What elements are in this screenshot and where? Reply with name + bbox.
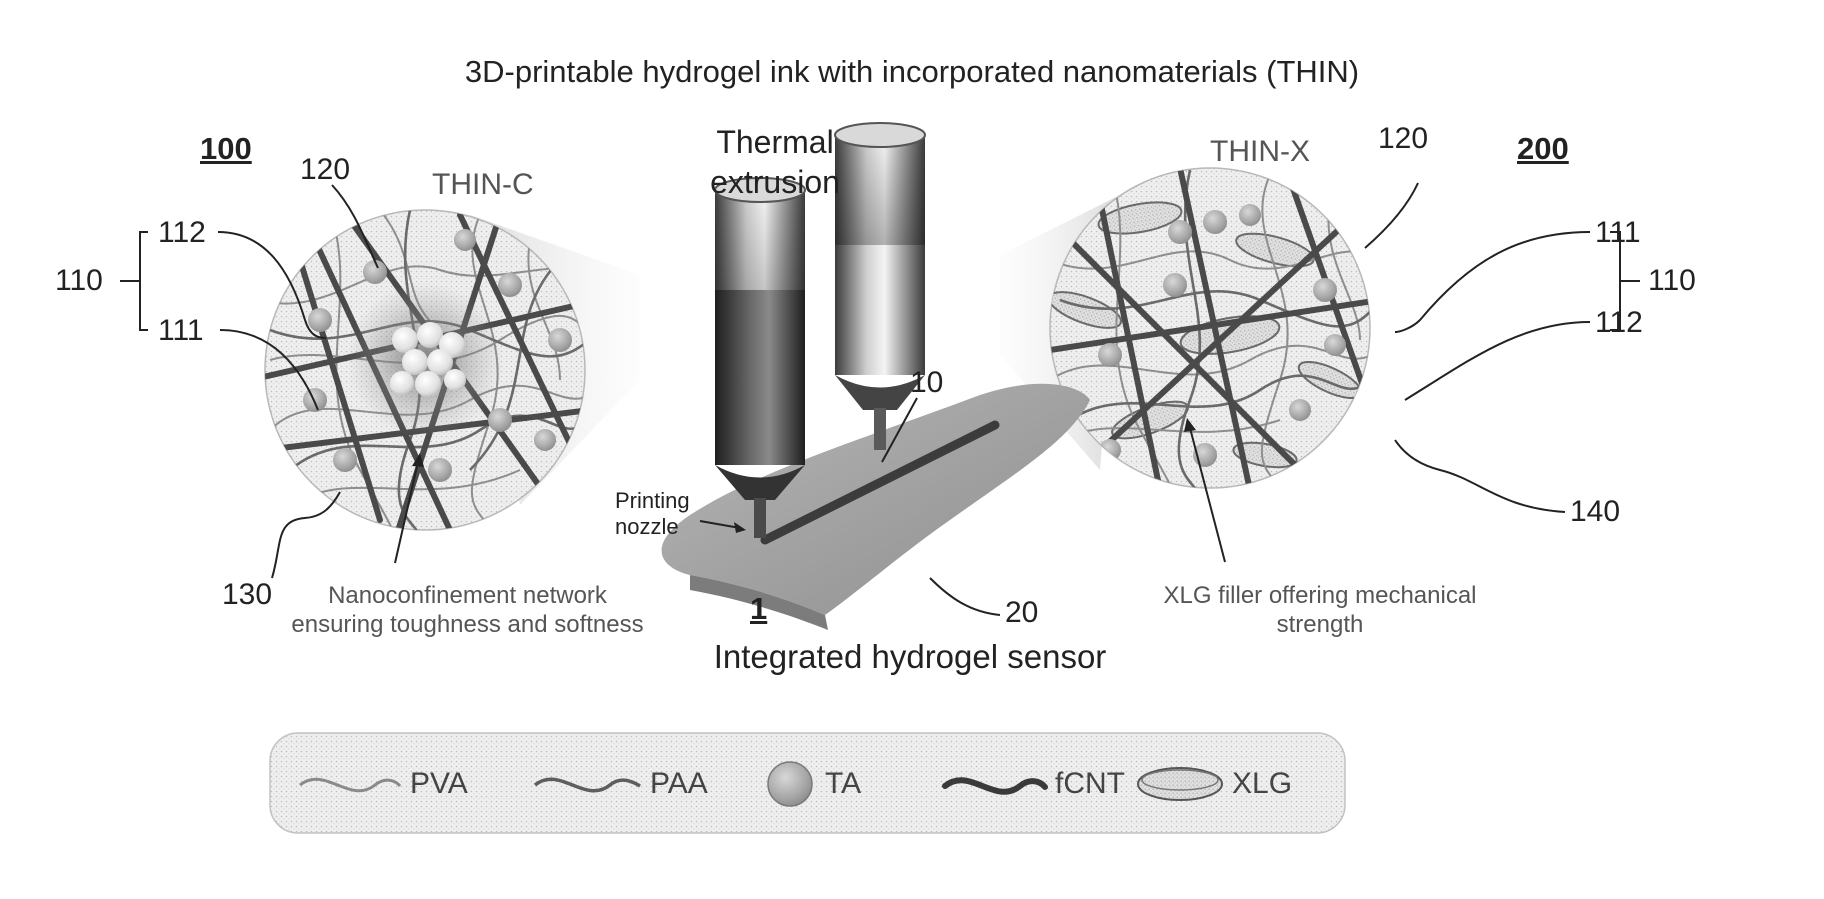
left-panel-label: THIN-C — [432, 170, 534, 200]
printing-nozzle-label: Printing nozzle — [615, 488, 700, 541]
left-callout-110: 110 — [55, 266, 103, 296]
xlg-disc-icon — [1138, 768, 1222, 800]
left-panel-ref: 100 — [200, 133, 252, 164]
legend-label-pva: PVA — [410, 769, 468, 799]
legend-label-xlg: XLG — [1232, 769, 1292, 799]
left-callout-130: 130 — [222, 580, 272, 610]
center-callout-10: 10 — [910, 368, 943, 398]
right-panel-caption: XLG filler offering mechanical strength — [1150, 582, 1490, 640]
right-callout-110: 110 — [1648, 266, 1696, 296]
left-panel-caption: Nanoconfinement network ensuring toughne… — [280, 582, 655, 640]
left-callout-111: 111 — [158, 316, 204, 346]
right-callout-120: 120 — [1378, 124, 1428, 154]
center-callout-20: 20 — [1005, 598, 1038, 628]
right-callout-111: 111 — [1595, 218, 1641, 248]
center-ref-1: 1 — [750, 593, 767, 624]
left-callout-112: 112 — [158, 218, 206, 248]
ta-sphere-icon — [768, 762, 812, 806]
right-panel-label: THIN-X — [1210, 137, 1310, 167]
legend-label-fcnt: fCNT — [1055, 769, 1125, 799]
legend-label-ta: TA — [825, 769, 861, 799]
right-callout-112: 112 — [1595, 308, 1643, 338]
legend-label-paa: PAA — [650, 769, 708, 799]
thermal-extrusion-heading: Thermal extrusion — [695, 122, 855, 202]
integrated-sensor-heading: Integrated hydrogel sensor — [690, 640, 1130, 673]
left-callout-120: 120 — [300, 155, 350, 185]
right-panel-ref: 200 — [1517, 133, 1569, 164]
right-callout-140: 140 — [1570, 497, 1620, 527]
figure-title: 3D-printable hydrogel ink with incorpora… — [0, 56, 1824, 87]
